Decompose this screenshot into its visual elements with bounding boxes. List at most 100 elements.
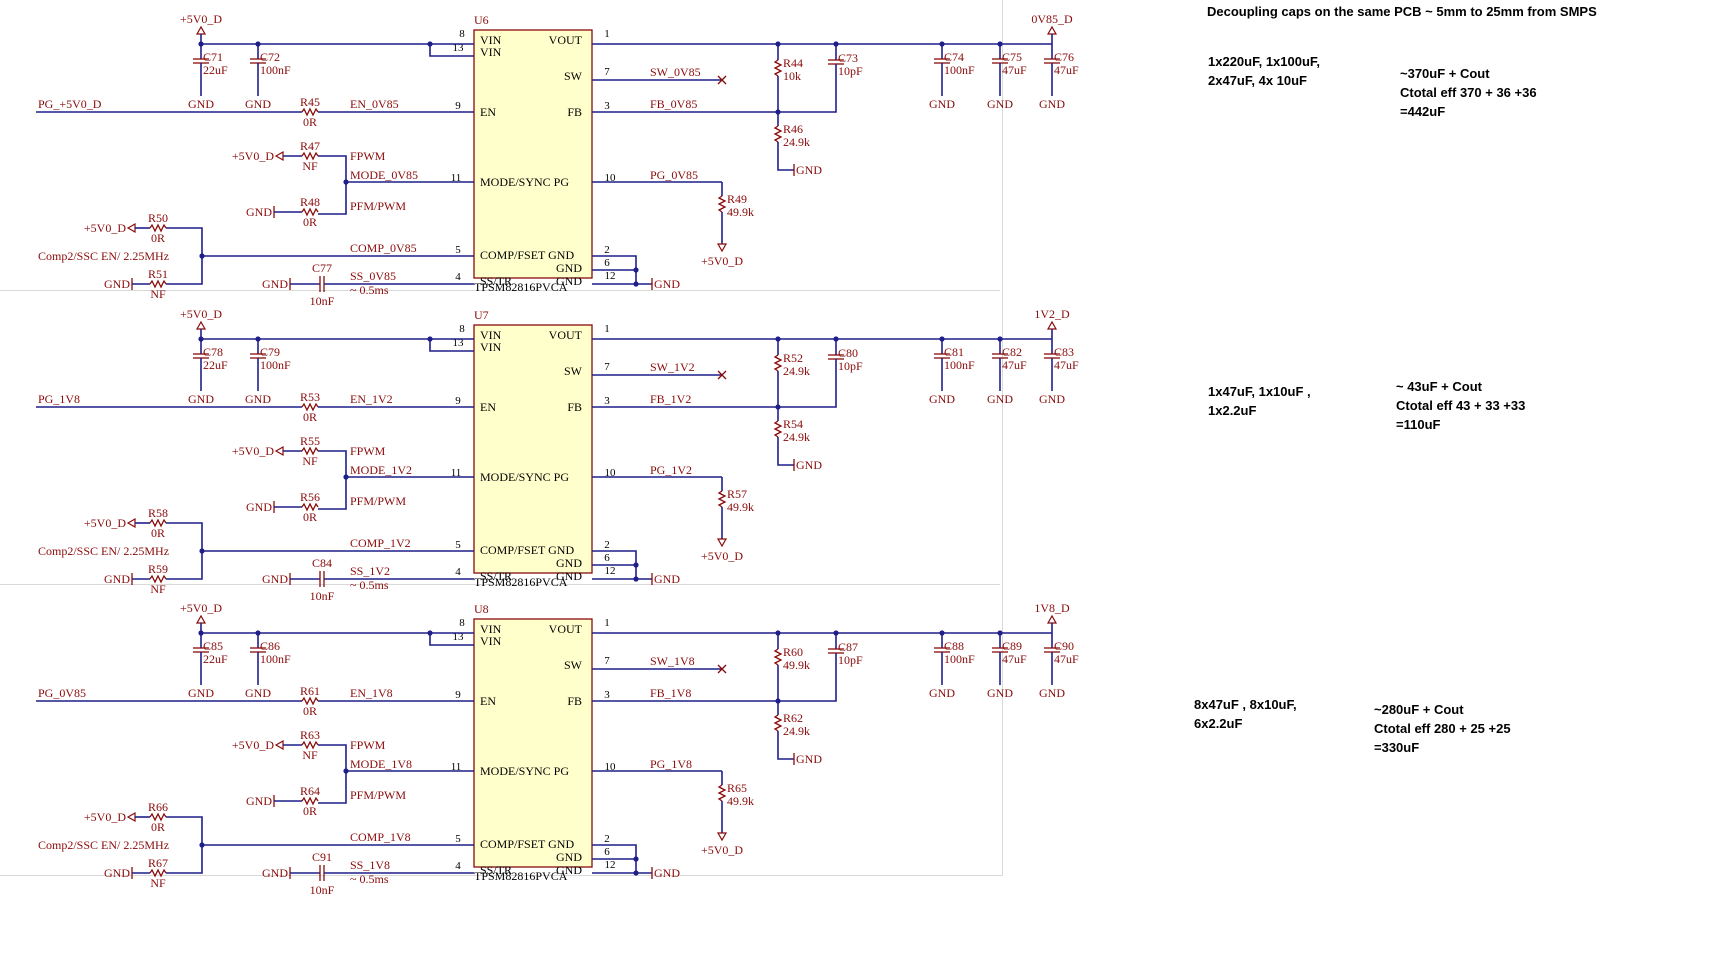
- u7-part-number: TPSM82816PVCA: [474, 575, 568, 589]
- pg-input-net: PG_1V8: [38, 392, 80, 406]
- r55-ref: R55: [300, 434, 320, 448]
- wire: [429, 633, 474, 646]
- pin-3-num: 3: [604, 100, 610, 112]
- junction-dot: [633, 870, 639, 876]
- pg-vcc-arrow: [716, 832, 728, 842]
- wire: [318, 744, 347, 804]
- wire: [777, 437, 794, 466]
- r49-ref: R49: [727, 192, 747, 206]
- r60-ref: R60: [783, 645, 803, 659]
- stage3-cap-note: 8x47uF , 8x10uF, 6x2.2uF: [1194, 697, 1297, 731]
- r47-value: NF: [302, 159, 318, 173]
- u6-body: [473, 29, 593, 279]
- r61-value: 0R: [303, 704, 317, 718]
- wire: [777, 142, 794, 171]
- r46-resistor: [773, 125, 783, 143]
- junction-dot: [199, 548, 205, 554]
- comp-gnd-label: GND: [104, 866, 130, 880]
- junction-dot: [775, 404, 781, 410]
- pfm-gnd-label: GND: [246, 205, 272, 219]
- c78-gnd: GND: [188, 392, 214, 406]
- pin-5-num: 5: [455, 539, 461, 551]
- r62-ref: R62: [783, 711, 803, 725]
- r48-ref: R48: [300, 195, 320, 209]
- junction-dot: [199, 253, 205, 259]
- c85-ref: C85: [203, 639, 223, 653]
- r58-ref: R58: [148, 506, 168, 520]
- pin-4-num: 4: [455, 271, 461, 283]
- r44-value: 10k: [783, 69, 801, 83]
- pin-en-label: EN: [480, 694, 496, 708]
- r64-resistor: [301, 796, 319, 806]
- c86-gnd: GND: [245, 686, 271, 700]
- pfm-label: PFM/PWM: [350, 199, 406, 213]
- pin-sw-label: SW: [564, 364, 583, 378]
- comp-vcc-label: +5V0_D: [84, 221, 126, 235]
- pin-2-num: 2: [604, 539, 610, 551]
- r56-value: 0R: [303, 510, 317, 524]
- c79-ref: C79: [260, 345, 280, 359]
- r53-ref: R53: [300, 390, 320, 404]
- r59-ref: R59: [148, 562, 168, 576]
- pin-13-num: 13: [453, 337, 465, 349]
- comp-net: COMP_1V2: [350, 536, 411, 550]
- junction-dot: [775, 109, 781, 115]
- c76-value: 47uF: [1054, 63, 1079, 77]
- pin-comp-gnd-label: COMP/FSET GND: [480, 543, 574, 557]
- vout-power-arrow: [1046, 320, 1058, 330]
- pin-7-num: 7: [604, 66, 610, 78]
- pin-gnd2-label: GND: [556, 850, 582, 864]
- pg-output-net: PG_1V2: [650, 463, 692, 477]
- r64-value: 0R: [303, 804, 317, 818]
- junction-dot: [343, 474, 349, 480]
- r66-value: 0R: [151, 820, 165, 834]
- stage2-cap-note: 1x47uF, 1x10uF , 1x2.2uF: [1208, 384, 1311, 418]
- c88-ref: C88: [944, 639, 964, 653]
- r58-resistor: [149, 518, 167, 528]
- comp-vcc-arrow: [126, 517, 136, 529]
- c90-gnd: GND: [1039, 686, 1065, 700]
- stage2-eff-note: ~ 43uF + Cout Ctotal eff 43 + 33 +33 =11…: [1396, 379, 1526, 432]
- pin-gnd3-label: GND: [556, 569, 582, 583]
- c81-ref: C81: [944, 345, 964, 359]
- pin-5-num: 5: [455, 833, 461, 845]
- c91-value: 10nF: [310, 883, 335, 897]
- junction-dot: [633, 562, 639, 568]
- r57-ref: R57: [727, 487, 747, 501]
- c82-gnd: GND: [987, 392, 1013, 406]
- c75-ref: C75: [1002, 50, 1022, 64]
- stage1-cap-note: 1x220uF, 1x100uF, 2x47uF, 4x 10uF: [1208, 54, 1321, 88]
- c73-ref: C73: [838, 51, 858, 65]
- c75-value: 47uF: [1002, 63, 1027, 77]
- c71-value: 22uF: [203, 63, 228, 77]
- r55-value: NF: [302, 454, 318, 468]
- r56-ref: R56: [300, 490, 320, 504]
- pin-4-num: 4: [455, 860, 461, 872]
- pin-gnd3-label: GND: [556, 863, 582, 877]
- vin-power-label: +5V0_D: [180, 307, 222, 321]
- c87-ref: C87: [838, 640, 858, 654]
- r66-ref: R66: [148, 800, 168, 814]
- pfm-gnd-label: GND: [246, 794, 272, 808]
- junction-dot: [633, 281, 639, 287]
- pin-6-num: 6: [604, 552, 610, 564]
- r44-resistor: [773, 59, 783, 77]
- c72-gnd: GND: [245, 97, 271, 111]
- comp-function-label: Comp2/SSC EN/ 2.25MHz: [38, 838, 169, 852]
- r45-ref: R45: [300, 95, 320, 109]
- stage3-eff-note: ~280uF + Cout Ctotal eff 280 + 25 +25 =3…: [1374, 702, 1511, 755]
- pin-ss-label: SS/TR: [480, 863, 512, 877]
- r65-value: 49.9k: [727, 794, 754, 808]
- pin-13-num: 13: [453, 631, 465, 643]
- r66-resistor: [149, 812, 167, 822]
- r44-ref: R44: [783, 56, 803, 70]
- c85-value: 22uF: [203, 652, 228, 666]
- r54-value: 24.9k: [783, 430, 810, 444]
- r49-resistor: [717, 195, 727, 213]
- pin-vout-label: VOUT: [549, 33, 583, 47]
- u6-part-number: TPSM82816PVCA: [474, 280, 568, 294]
- comp-function-label: Comp2/SSC EN/ 2.25MHz: [38, 249, 169, 263]
- wire: [318, 450, 347, 510]
